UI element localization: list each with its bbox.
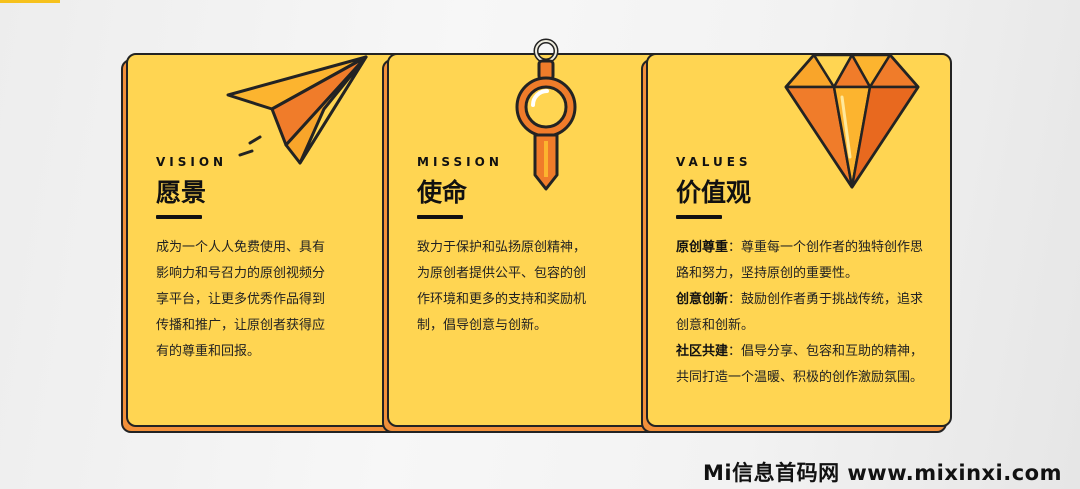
magnifier-pendant-icon xyxy=(515,38,577,191)
values-item-key: 原创尊重 xyxy=(676,240,729,255)
mission-divider xyxy=(417,215,463,219)
mission-text: 致力于保护和弘扬原创精神，为原创者提供公平、包容的创作环境和更多的支持和奖励机制… xyxy=(417,240,587,333)
values-text: 原创尊重：尊重每一个创作者的独特创作思路和努力，坚持原创的重要性。 创意创新：鼓… xyxy=(676,235,926,391)
diamond-icon xyxy=(784,53,920,189)
values-card-body: VALUES 价值观 原创尊重：尊重每一个创作者的独特创作思路和努力，坚持原创的… xyxy=(646,53,952,427)
values-item-text: 鼓励创作者勇于挑战传统，追求创意和创新。 xyxy=(676,292,924,333)
mission-title: 使命 xyxy=(417,178,468,207)
vision-label: VISION xyxy=(156,155,228,169)
values-divider xyxy=(676,215,722,219)
values-item-original: 原创尊重：尊重每一个创作者的独特创作思路和努力，坚持原创的重要性。 xyxy=(676,235,926,287)
values-item-text: 尊重每一个创作者的独特创作思路和努力，坚持原创的重要性。 xyxy=(676,240,924,281)
values-item-sep: ： xyxy=(728,240,742,255)
vision-text: 成为一个人人免费使用、具有影响力和号召力的原创视频分享平台，让更多优秀作品得到传… xyxy=(156,240,326,359)
values-item-sep: ： xyxy=(728,292,742,307)
values-card: VALUES 价值观 原创尊重：尊重每一个创作者的独特创作思路和努力，坚持原创的… xyxy=(641,53,952,433)
vision-card: VISION 愿景 成为一个人人免费使用、具有影响力和号召力的原创视频分享平台，… xyxy=(121,53,432,433)
vision-title: 愿景 xyxy=(156,178,207,207)
values-item-sep: ： xyxy=(728,344,742,359)
values-label: VALUES xyxy=(676,155,752,169)
vision-card-body: VISION 愿景 成为一个人人免费使用、具有影响力和号召力的原创视频分享平台，… xyxy=(126,53,432,427)
values-title: 价值观 xyxy=(676,178,752,207)
paper-plane-icon xyxy=(226,55,368,165)
values-item-key: 社区共建 xyxy=(676,344,729,359)
top-accent-bar xyxy=(0,0,60,3)
values-item-text: 倡导分享、包容和互助的精神，共同打造一个温暖、积极的创作激励氛围。 xyxy=(676,344,924,385)
values-item-community: 社区共建：倡导分享、包容和互助的精神，共同打造一个温暖、积极的创作激励氛围。 xyxy=(676,339,926,391)
site-watermark: Mi信息首码网 www.mixinxi.com xyxy=(703,461,1062,485)
values-item-creative: 创意创新：鼓励创作者勇于挑战传统，追求创意和创新。 xyxy=(676,287,926,339)
vision-divider xyxy=(156,215,202,219)
values-item-key: 创意创新 xyxy=(676,292,729,307)
mission-label: MISSION xyxy=(417,155,503,169)
